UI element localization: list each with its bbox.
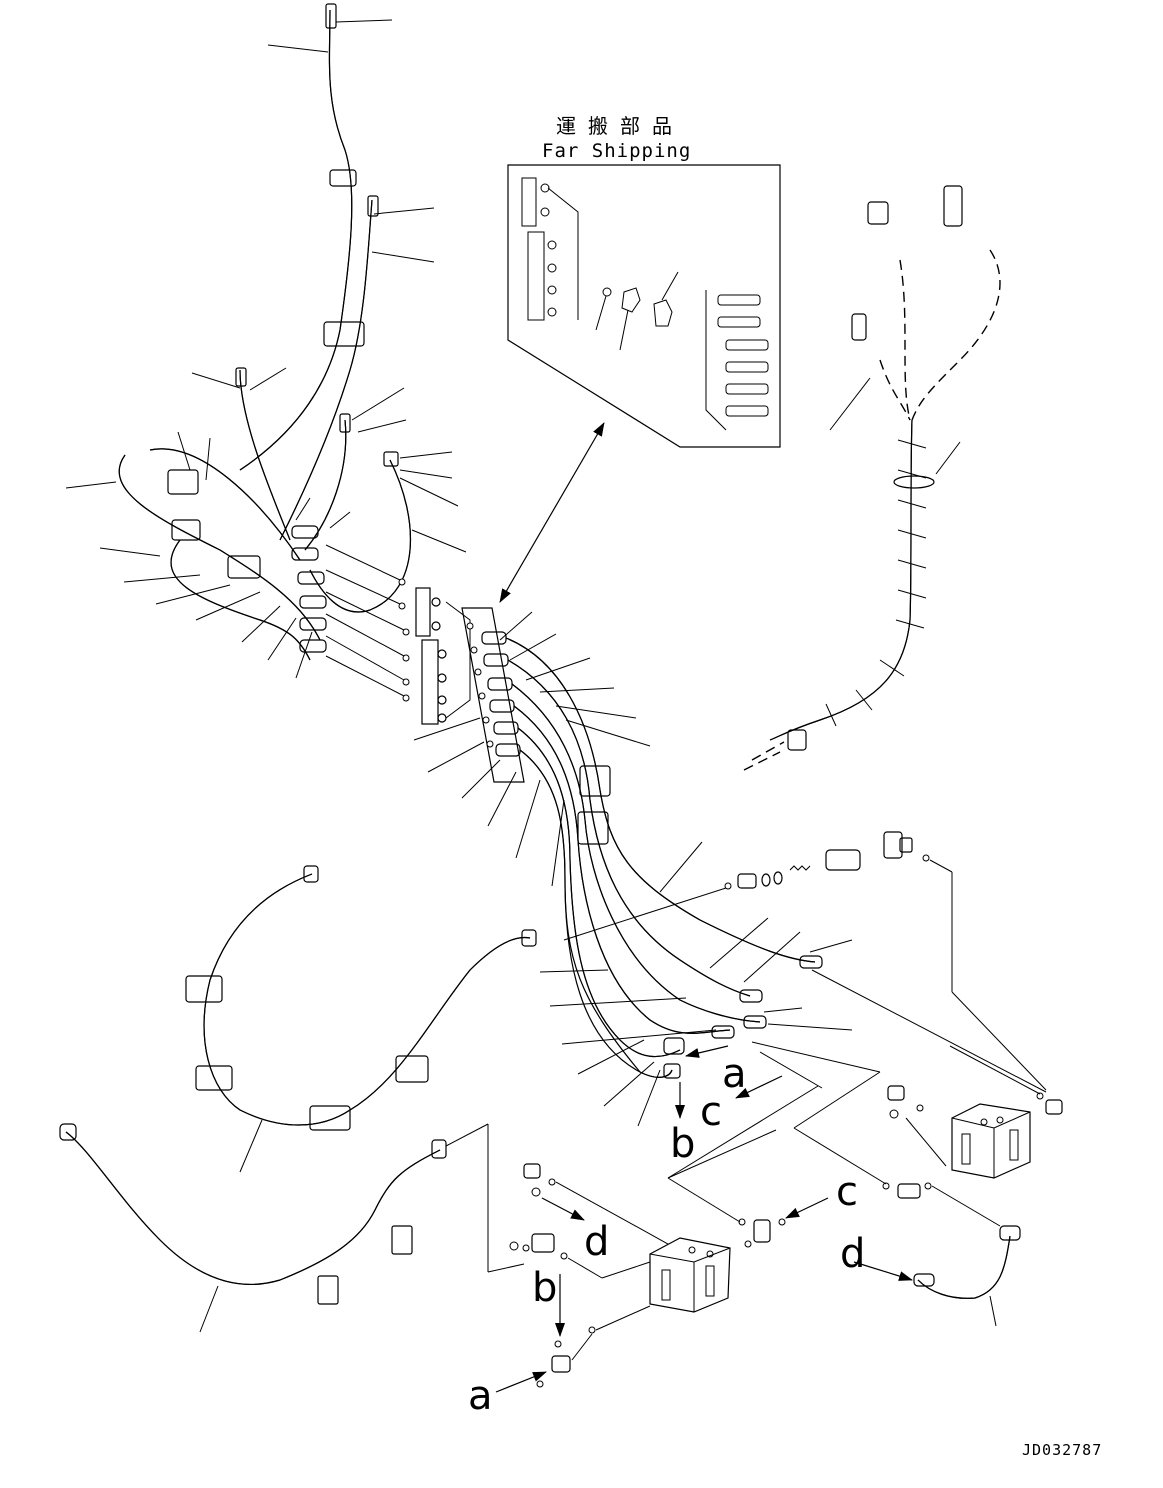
hose-clamp [579,765,611,797]
view-label-d: d [584,1219,610,1265]
shipping-inset-box [507,164,781,448]
arrow-icon [853,1261,913,1281]
fitting-column-left [291,525,327,653]
fitting-column-right [481,631,521,757]
shipping-bracket-set [521,177,579,321]
view-label-c: c [700,1089,722,1135]
view-label-a-lower: a [468,1373,493,1419]
view-label-d-right: d [840,1231,866,1277]
mounting-plate [461,607,525,783]
shipping-title-en: Far Shipping [542,140,692,162]
double-arrow-icon [499,422,605,603]
hose-clamp [185,975,223,1003]
hose-clamp [577,811,609,845]
hose-clamp [167,469,199,495]
fitting-row-right [563,831,1047,1091]
hose-clamp [395,1055,429,1083]
short-hose-right [853,1225,1021,1327]
hose-clamp [171,519,201,541]
hose-clamp [227,555,261,579]
arrow-icon [785,1197,829,1219]
hose-clamp [329,169,357,187]
shipping-fittings [595,271,679,351]
view-label-a: a [722,1051,747,1097]
hose-clamp [323,321,365,347]
box-outline-center [667,1051,823,1179]
arrow-icon [495,1371,547,1393]
arrow-icon [541,1197,585,1221]
mounting-bracket [415,587,471,725]
guide-lines-left [325,544,410,702]
view-label-b-lower: b [532,1265,558,1311]
document-id: JD032787 [1022,1441,1103,1459]
shipping-hose-ends [705,290,769,431]
valve-block-center [445,1085,829,1393]
clip [317,1275,339,1305]
middle-hose-bundle [505,637,823,1079]
shipping-title-jp: 運搬部品 [556,114,684,138]
hose-clamp [893,475,935,489]
lower-left-hoses [59,865,537,1333]
clip [391,1225,413,1255]
view-label-c-lower: c [836,1169,858,1215]
valve-block-right [751,969,1063,1227]
leader-lines-middle [413,611,853,1127]
right-hose-assembly [743,185,1001,771]
view-arrows-upper [675,1045,783,1119]
upper-hose-bundle [118,3,412,661]
view-label-b: b [670,1121,696,1167]
hose-clamp [309,1105,351,1131]
leader-lines-upper [65,19,467,679]
hose-clamp [195,1065,233,1091]
